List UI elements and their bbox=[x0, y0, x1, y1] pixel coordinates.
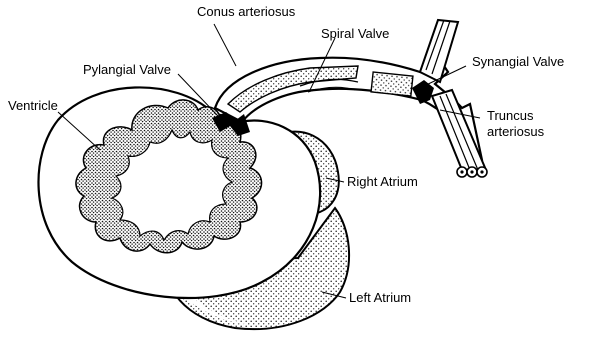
label-truncus-line2: arteriosus bbox=[487, 124, 545, 139]
label-left-atrium: Left Atrium bbox=[349, 290, 411, 305]
label-spiral-valve: Spiral Valve bbox=[321, 26, 389, 41]
label-pylangial-valve: Pylangial Valve bbox=[83, 62, 171, 77]
label-ventricle: Ventricle bbox=[8, 98, 58, 113]
lower-vessels bbox=[432, 90, 486, 170]
label-conus-arteriosus: Conus arteriosus bbox=[197, 4, 296, 19]
label-synangial-valve: Synangial Valve bbox=[472, 54, 564, 69]
label-truncus-line1: Truncus bbox=[487, 108, 534, 123]
truncus-window bbox=[371, 72, 413, 96]
label-right-atrium: Right Atrium bbox=[347, 174, 418, 189]
